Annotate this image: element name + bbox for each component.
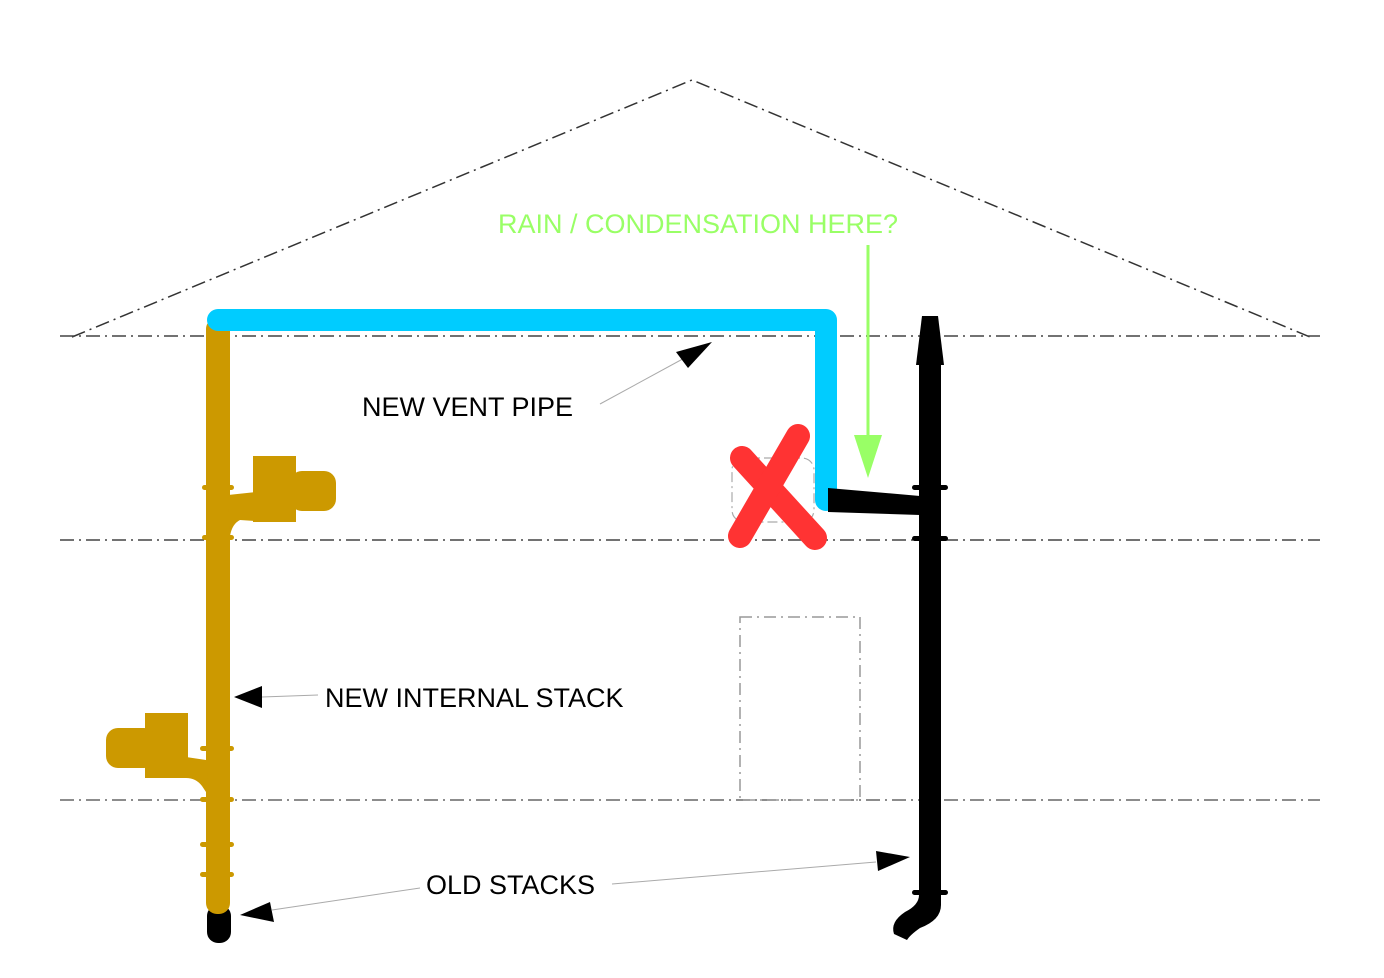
- new-vent-pipe-label: NEW VENT PIPE: [362, 392, 573, 422]
- new-internal-stack: [206, 318, 230, 914]
- old-stack-left-stub: [207, 905, 231, 943]
- rain-condensation-label: RAIN / CONDENSATION HERE?: [498, 209, 898, 239]
- new-vent-pipe: [207, 309, 837, 511]
- green-arrow: [854, 245, 882, 478]
- toilet-upper: [228, 456, 336, 536]
- new-internal-stack-label: NEW INTERNAL STACK: [325, 683, 624, 713]
- red-x-mark[interactable]: [728, 424, 827, 550]
- leader-new-vent: [599, 342, 712, 405]
- leader-old-stacks: [240, 851, 910, 922]
- old-stacks-label: OLD STACKS: [426, 870, 595, 900]
- leader-new-stack: [234, 686, 319, 708]
- stack-collars: [200, 485, 234, 877]
- door-outline: [739, 616, 861, 801]
- toilet-lower: [106, 713, 210, 798]
- old-stack-right: [828, 316, 948, 940]
